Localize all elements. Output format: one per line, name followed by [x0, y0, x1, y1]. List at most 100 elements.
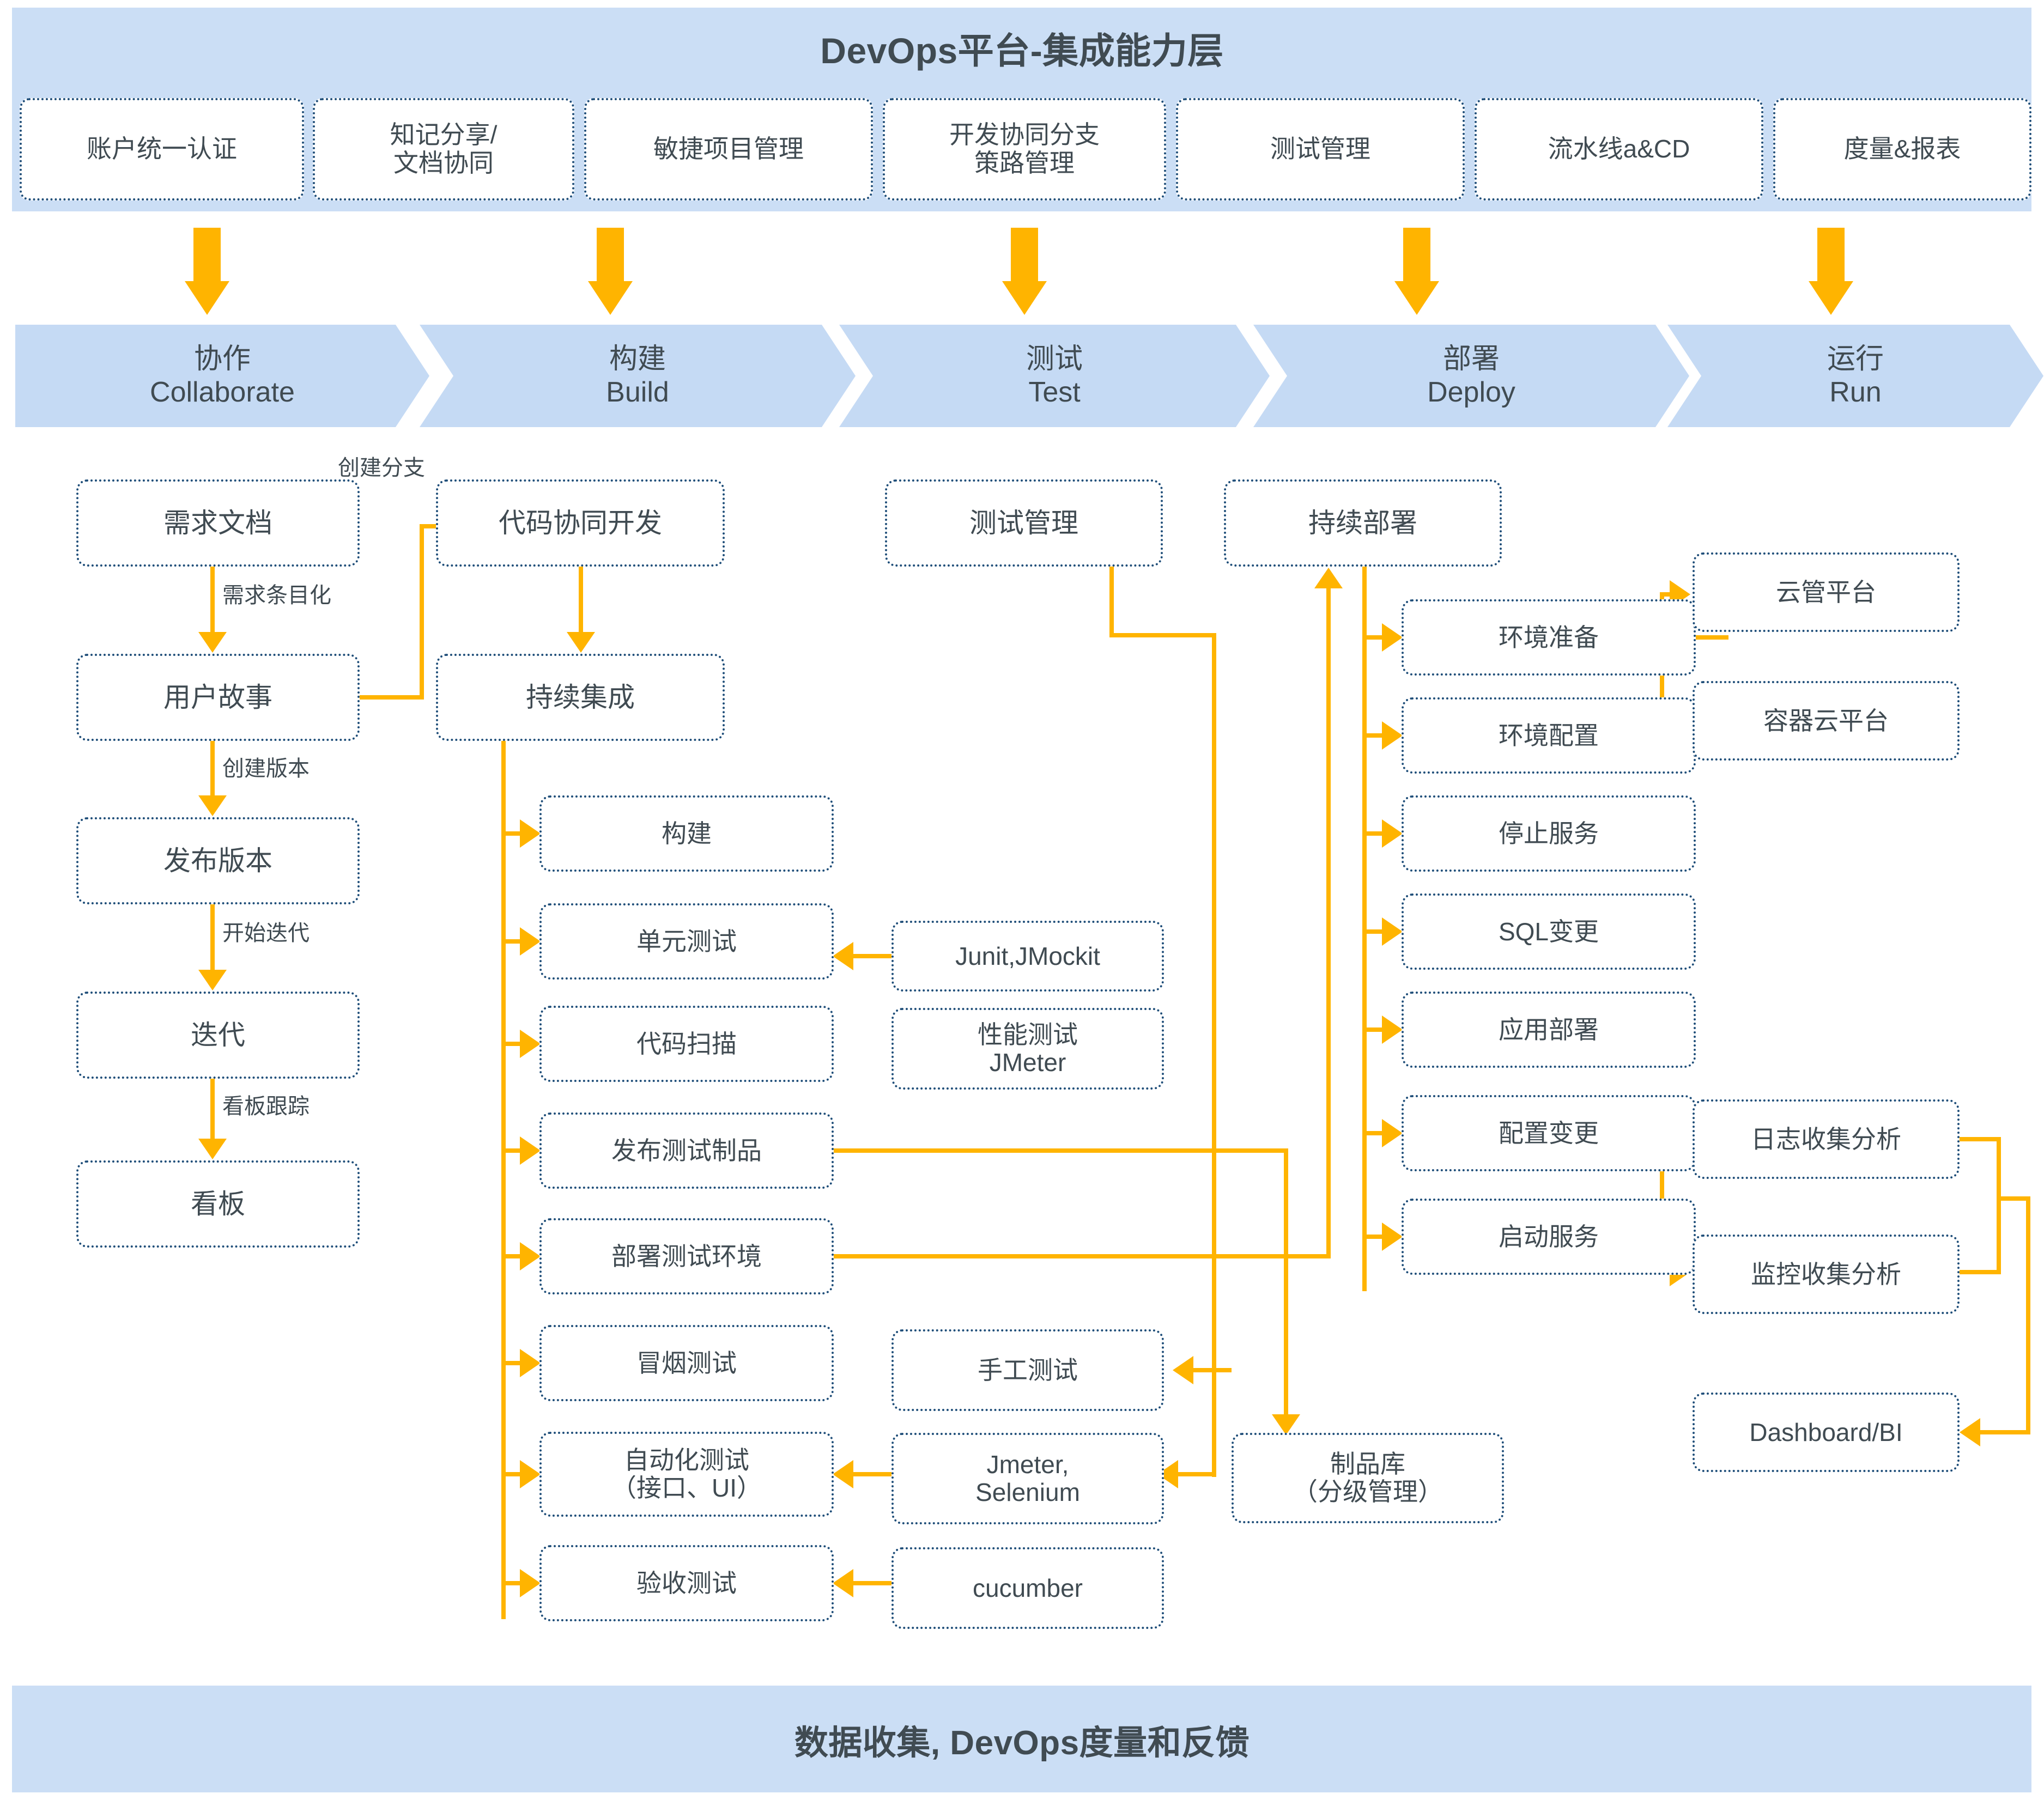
edge-artifact-h	[834, 1148, 1288, 1153]
phase-test-en: Test	[1028, 376, 1081, 408]
edge-artifact-head	[1272, 1414, 1300, 1435]
node-container-cloud-platform[interactable]: 容器云平台	[1693, 681, 1960, 761]
edge-code-to-ci-head	[567, 632, 595, 653]
edge-testmgmt-v1	[1109, 567, 1114, 637]
edge-envprep-h2	[1660, 592, 1674, 597]
edge-iteration-to-kanban-head	[198, 1139, 227, 1159]
ci-branch-3	[501, 1042, 526, 1046]
node-cloud-management-platform[interactable]: 云管平台	[1693, 552, 1960, 632]
ci-branch-8	[501, 1581, 526, 1585]
edge-deploytestenv-h	[834, 1254, 1331, 1258]
phase-run-en: Run	[1829, 376, 1882, 408]
node-kanban[interactable]: 看板	[76, 1160, 360, 1248]
step-unit-test[interactable]: 单元测试	[539, 903, 834, 980]
edge-label-requirement-itemize: 需求条目化	[222, 583, 331, 607]
phase-run-cn: 运行	[1827, 343, 1884, 375]
phase-deploy[interactable]: 部署 Deploy	[1253, 325, 1689, 427]
capability-chip-agile-pm[interactable]: 敏捷项目管理	[584, 98, 873, 200]
cd-branch-7	[1362, 1235, 1388, 1239]
capability-chip-branch-strategy[interactable]: 开发协同分支 策路管理	[883, 98, 1166, 200]
phase-deploy-en: Deploy	[1427, 376, 1515, 408]
edge-testmgmt-h1	[1109, 633, 1216, 637]
edge-selenium-to-auto	[850, 1472, 894, 1476]
phase-collaborate-cn: 协作	[193, 343, 251, 375]
node-monitor-collection-analysis[interactable]: 监控收集分析	[1693, 1235, 1960, 1314]
tool-jmeter-selenium[interactable]: Jmeter, Selenium	[891, 1433, 1164, 1524]
phase-build-cn: 构建	[609, 343, 666, 375]
ci-branch-7-head	[520, 1460, 541, 1488]
edge-testmgmt-v2	[1212, 633, 1216, 1369]
cd-branch-7-head	[1382, 1223, 1403, 1251]
step-acceptance-test[interactable]: 验收测试	[539, 1545, 834, 1621]
edge-dash-in-h	[1979, 1430, 2030, 1434]
edge-deploytestenv-v	[1326, 587, 1331, 1258]
edge-testmgmt-h-manual	[1192, 1368, 1216, 1372]
edge-label-start-iteration: 开始迭代	[222, 921, 310, 945]
capability-chip-pipeline-cicd[interactable]: 流水线a&CD	[1475, 98, 1763, 200]
edge-testmgmt-v3	[1212, 1368, 1216, 1477]
node-release-version[interactable]: 发布版本	[76, 817, 360, 904]
step-code-scan[interactable]: 代码扫描	[539, 1006, 834, 1082]
ci-branch-5-head	[520, 1242, 541, 1270]
tool-manual-test[interactable]: 手工测试	[891, 1329, 1164, 1411]
cd-branch-5-head	[1382, 1016, 1403, 1044]
capability-chip-account-sso[interactable]: 账户统一认证	[20, 98, 304, 200]
edge-dash-in-head	[1960, 1418, 1980, 1446]
ci-branch-5	[501, 1254, 526, 1258]
edge-story-to-code-h1	[360, 695, 424, 700]
edge-iteration-to-kanban	[210, 1079, 215, 1140]
step-deploy-test-env[interactable]: 部署测试环境	[539, 1218, 834, 1294]
down-arrow-deploy	[1384, 228, 1449, 315]
cd-branch-4	[1362, 929, 1388, 934]
tool-cucumber[interactable]: cucumber	[891, 1547, 1164, 1629]
phase-run[interactable]: 运行 Run	[1667, 325, 2043, 427]
node-code-collaborative-dev[interactable]: 代码协同开发	[436, 479, 725, 567]
node-artifact-repository[interactable]: 制品库 （分级管理）	[1232, 1433, 1504, 1523]
step-automation-test[interactable]: 自动化测试 （接口、UI）	[539, 1432, 834, 1517]
tool-junit-jmockit[interactable]: Junit,JMockit	[891, 921, 1164, 992]
node-iteration[interactable]: 迭代	[76, 992, 360, 1079]
ci-branch-4-head	[520, 1136, 541, 1165]
down-arrow-collaborate	[174, 228, 240, 315]
deploy-step-start-service[interactable]: 启动服务	[1402, 1199, 1696, 1275]
edge-run-join-h	[1997, 1196, 2030, 1201]
edge-label-create-branch: 创建分支	[338, 456, 425, 480]
node-continuous-deployment[interactable]: 持续部署	[1224, 479, 1502, 567]
node-user-story[interactable]: 用户故事	[76, 654, 360, 741]
node-test-management[interactable]: 测试管理	[885, 479, 1163, 567]
step-publish-artifact[interactable]: 发布测试制品	[539, 1112, 834, 1189]
capability-chip-test-management[interactable]: 测试管理	[1176, 98, 1465, 200]
step-smoke-test[interactable]: 冒烟测试	[539, 1325, 834, 1401]
deploy-step-stop-service[interactable]: 停止服务	[1402, 795, 1696, 872]
edge-monitor-out-h	[1957, 1270, 2001, 1274]
deploy-step-sql-change[interactable]: SQL变更	[1402, 893, 1696, 970]
phase-test[interactable]: 测试 Test	[839, 325, 1270, 427]
step-build[interactable]: 构建	[539, 795, 834, 872]
edge-story-to-release	[210, 741, 215, 796]
ci-branch-8-head	[520, 1569, 541, 1597]
phase-build[interactable]: 构建 Build	[420, 325, 856, 427]
edge-story-to-code-v	[420, 524, 424, 700]
deploy-step-config-change[interactable]: 配置变更	[1402, 1095, 1696, 1171]
phase-collaborate[interactable]: 协作 Collaborate	[15, 325, 429, 427]
edge-label-kanban-track: 看板跟踪	[222, 1095, 310, 1118]
down-arrow-run	[1798, 228, 1864, 315]
ci-branch-6	[501, 1361, 526, 1365]
ci-branch-2-head	[520, 927, 541, 956]
deploy-step-env-prepare[interactable]: 环境准备	[1402, 599, 1696, 676]
down-arrow-build	[578, 228, 643, 315]
capability-chip-knowledge-doc[interactable]: 知记分享/ 文档协同	[313, 98, 574, 200]
deploy-step-app-deploy[interactable]: 应用部署	[1402, 992, 1696, 1068]
node-dashboard-bi[interactable]: Dashboard/BI	[1693, 1393, 1960, 1472]
edge-label-create-version: 创建版本	[222, 757, 310, 781]
node-log-collection-analysis[interactable]: 日志收集分析	[1693, 1099, 1960, 1179]
capability-chip-metrics-report[interactable]: 度量&报表	[1773, 98, 2031, 200]
cd-branch-3-head	[1382, 819, 1403, 848]
node-requirement-doc[interactable]: 需求文档	[76, 479, 360, 567]
edge-story-to-release-head	[198, 795, 227, 816]
deploy-step-env-config[interactable]: 环境配置	[1402, 697, 1696, 774]
cd-spine	[1362, 567, 1367, 1291]
node-continuous-integration[interactable]: 持续集成	[436, 654, 725, 741]
tool-perf-jmeter[interactable]: 性能测试 JMeter	[891, 1008, 1164, 1090]
